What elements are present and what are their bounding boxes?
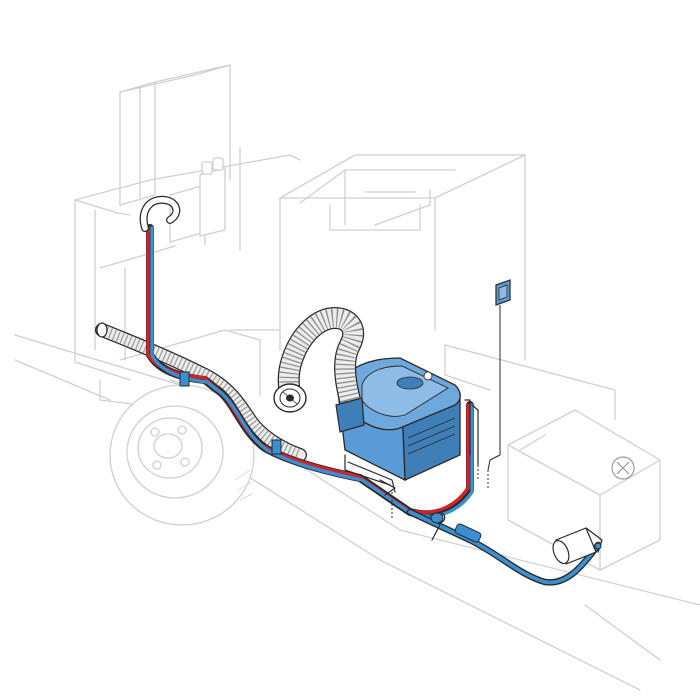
heater-unit: [337, 357, 489, 520]
hose-clamp: [179, 371, 190, 387]
control-panel: [487, 279, 511, 471]
fuel-supply-line: [406, 508, 602, 586]
logo-icon: [423, 371, 433, 381]
fuel-filter: [454, 523, 482, 543]
fuel-pump: [552, 527, 603, 565]
flexible-air-duct: [277, 306, 365, 433]
air-outlet-vent: [273, 383, 307, 413]
hose-clamp: [271, 439, 282, 455]
brand-badge: [396, 376, 424, 390]
fuel-tank: [507, 409, 661, 571]
